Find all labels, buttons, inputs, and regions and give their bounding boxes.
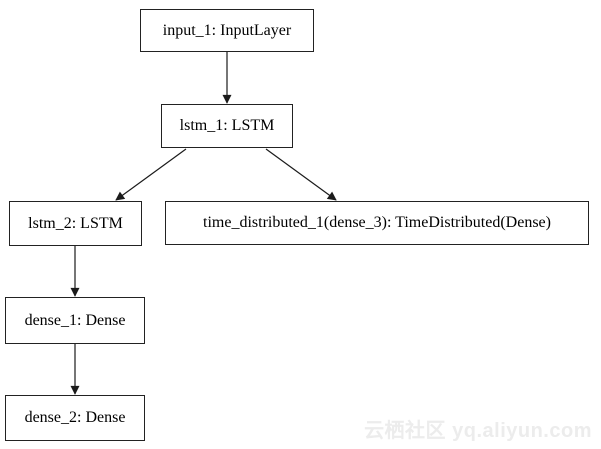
node-input_1: input_1: InputLayer	[140, 9, 314, 52]
node-dense_2: dense_2: Dense	[5, 395, 145, 441]
edge-lstm_1-to-lstm_2	[115, 148, 187, 201]
watermark: 云栖社区 yq.aliyun.com	[364, 420, 592, 442]
edge-lstm_1-to-time_distributed_1	[265, 148, 337, 201]
node-lstm_2: lstm_2: LSTM	[9, 201, 142, 246]
node-time_distributed_1: time_distributed_1(dense_3): TimeDistrib…	[165, 201, 589, 245]
node-lstm_1: lstm_1: LSTM	[161, 104, 293, 148]
node-dense_1: dense_1: Dense	[5, 297, 145, 344]
